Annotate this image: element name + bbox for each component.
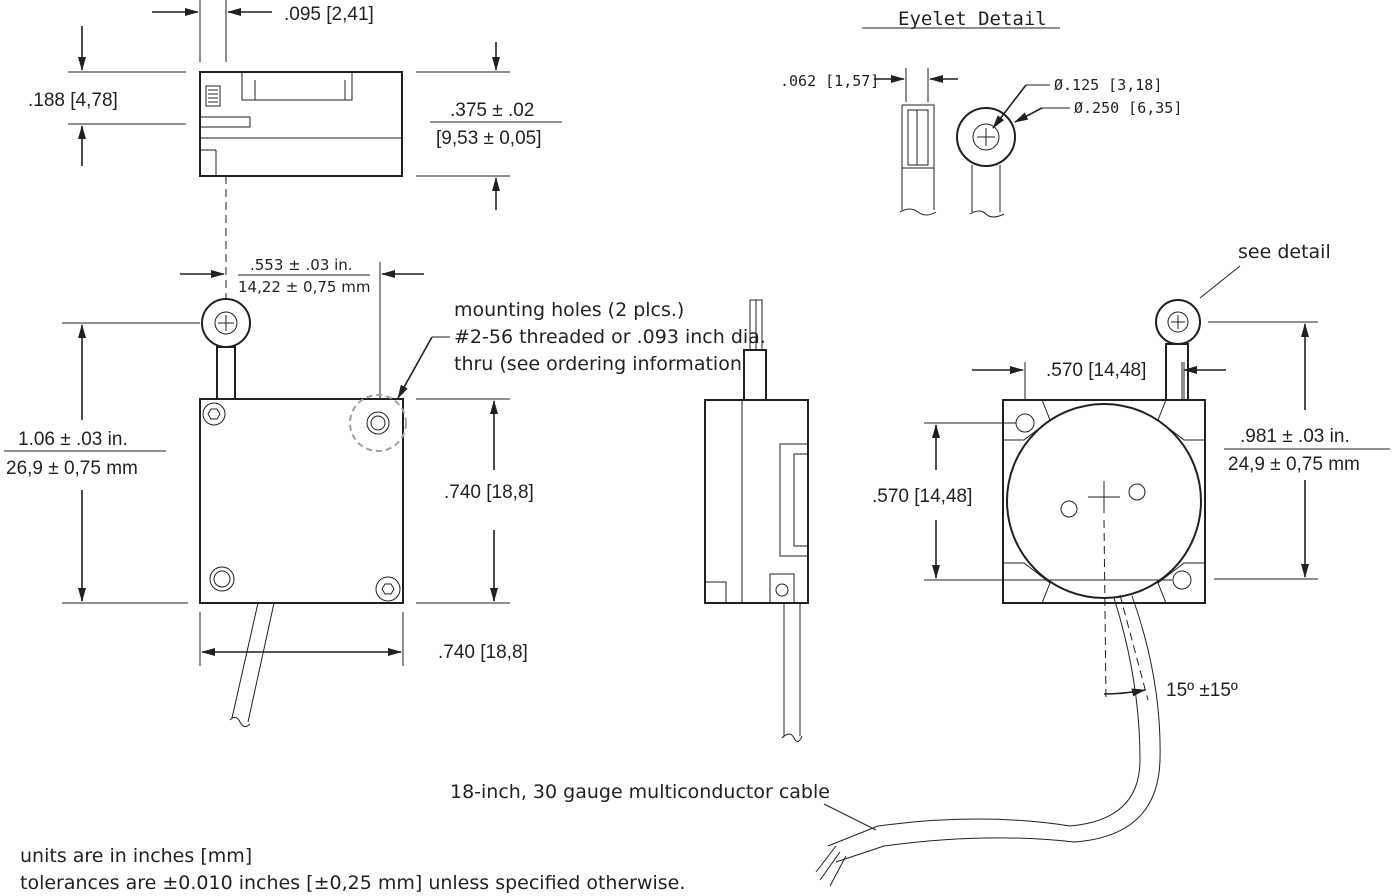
leader-arrow [992,84,1027,129]
mounting-hole-callout-circle [349,394,407,452]
eyelet-hole [972,123,1000,151]
side-view [704,299,809,742]
eyelet-slot [907,109,929,166]
top-view: .095 [2,41] .188 [4,78] .375 ± .02 [9,53… [28,0,562,300]
eyelet-gap [206,119,246,124]
slot-inner [793,453,808,547]
back-view: see detail .570 [14,48] .570 [14,48] [450,241,1390,887]
eyelet-side [901,104,935,210]
shaft-hole [1128,483,1146,501]
leader-arrow [1014,107,1043,123]
set-screw [205,85,221,107]
dim-top-depth-in: .375 ± .02 [450,100,534,121]
angle-line [1119,594,1149,701]
dim-right-height-in: .981 ± .03 in. [1240,426,1350,447]
cable [783,603,801,736]
mounting-hole-inner [370,415,386,431]
eyelet-outer-dia: Ø.250 [6,35] [1074,99,1182,117]
body-corner [705,581,727,603]
eyelet-stem [971,165,1001,212]
eyelet-thickness: .062 [1,57] [780,72,879,90]
eyelet-hole [1167,311,1189,333]
dim-body-width: .740 [18,8] [438,642,528,663]
slot [241,71,353,101]
dim-hole-spacing-y: .570 [14,48] [872,486,972,507]
cable-wires [815,845,847,887]
eyelet-hole [214,311,238,335]
cable [827,597,1141,847]
dim-top-width: .095 [2,41] [284,4,374,25]
screw-thread [208,89,218,103]
leader-line [1199,265,1241,299]
eyelet-hole-dia: Ø.125 [3,18] [1054,76,1162,94]
eyelet-detail: Eyelet Detail .062 [1,57] Ø.125 [3,18] Ø… [780,8,1182,218]
leader-line [823,803,877,831]
cable-note: 18-inch, 30 gauge multiconductor cable [450,781,830,803]
eyelet-stem [1165,343,1189,401]
mounting-note-line3: thru (see ordering information) [454,353,749,375]
break-line [229,716,251,728]
mounting-hole-inner [213,570,231,588]
dim-top-height: .188 [4,78] [28,90,118,111]
break-line [969,210,1005,218]
break-line [781,733,803,742]
dim-angle: 15º ±15º [1166,680,1238,701]
eyelet-edge [199,116,251,128]
dim-eyelet-offset-mm: 14,22 ± 0,75 mm [238,278,370,296]
mounting-note-line2: #2-56 threaded or .093 inch dia. [454,326,766,348]
mounting-hole [1172,570,1192,590]
shaft-hole [1060,500,1078,518]
eyelet-stem [216,346,236,400]
center-line [1103,519,1107,701]
dim-overall-height-in: 1.06 ± .03 in. [18,429,128,450]
mounting-hole [366,411,390,435]
dim-top-depth-mm: [9,53 ± 0,05] [436,128,542,149]
sensor-body-side [704,399,809,604]
eyelet-detail-title: Eyelet Detail [898,8,1047,30]
corner-hole [375,576,401,602]
dim-right-height-mm: 24,9 ± 0,75 mm [1228,454,1360,475]
eyelet-side [749,299,763,350]
mounting-hole [209,566,235,592]
dim-overall-height-mm: 26,9 ± 0,75 mm [6,458,138,479]
see-detail-note: see detail [1238,241,1331,263]
units-note: units are in inches [mm] [20,845,252,867]
dim-eyelet-offset-in: .553 ± .03 in. [250,256,353,274]
screw-head [775,583,789,597]
eyelet-stem-side [743,349,767,401]
dim-body-height: .740 [18,8] [444,482,534,503]
dim-hole-spacing-x: .570 [14,48] [1046,360,1146,381]
corner-hole [202,402,226,426]
leader-arrow [397,336,433,399]
cable [231,602,275,723]
corner-notch [1003,562,1051,604]
set-screw [769,573,795,604]
footer-notes: units are in inches [mm] tolerances are … [20,845,685,894]
corner-notch [1157,562,1205,604]
break-line [899,208,937,216]
hex-socket [207,408,221,420]
front-view: .553 ± .03 in. 14,22 ± 0,75 mm 1.06 ± .0… [4,256,766,728]
tolerances-note: tolerances are ±0.010 inches [±0,25 mm] … [20,872,685,894]
mounting-note-line1: mounting holes (2 plcs.) [454,299,684,321]
cable [835,595,1161,863]
slot-outline [779,443,808,557]
sensor-body-front [199,398,404,604]
hex-socket [381,583,395,595]
angle-arc [1103,688,1146,697]
